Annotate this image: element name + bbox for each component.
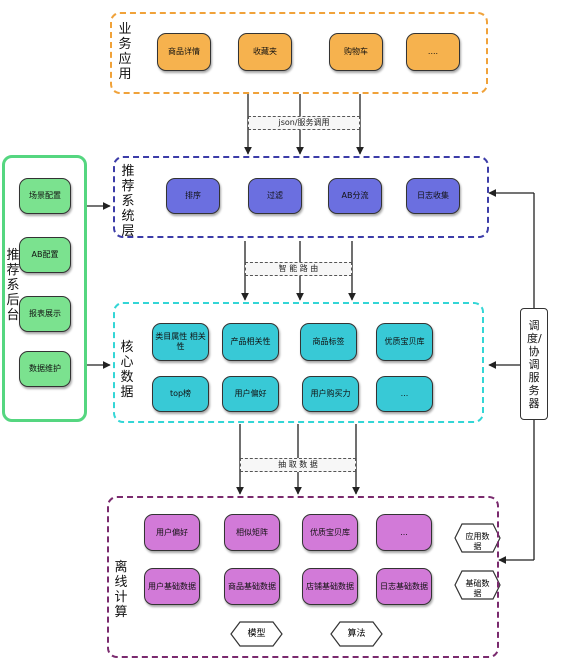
app-data-shape bbox=[454, 523, 501, 553]
node-report-display[interactable]: 报表展示 bbox=[19, 296, 71, 332]
node-log-collect[interactable]: 日志收集 bbox=[406, 178, 460, 214]
node-offline-user-preference[interactable]: 用户偏好 bbox=[144, 514, 200, 551]
base-data-label: 基础数据 bbox=[465, 579, 490, 598]
node-data-maintenance[interactable]: 数据维护 bbox=[19, 351, 71, 387]
backend-layer: 推荐系后台 bbox=[2, 155, 87, 422]
algorithm-shape bbox=[330, 621, 383, 647]
json-service-call-tag: json/服务调用 bbox=[248, 116, 360, 130]
model-label: 模型 bbox=[247, 629, 266, 639]
node-user-base-data[interactable]: 用户基础数据 bbox=[144, 568, 200, 605]
business-layer-label: 业务应用 bbox=[118, 22, 132, 82]
node-product-base-data[interactable]: 商品基础数据 bbox=[224, 568, 280, 605]
backend-layer-label: 推荐系后台 bbox=[6, 248, 20, 323]
node-offline-more[interactable]: ... bbox=[376, 514, 432, 551]
node-shop-base-data[interactable]: 店铺基础数据 bbox=[302, 568, 358, 605]
recommend-layer-label: 推荐系统层 bbox=[121, 164, 135, 239]
node-sort[interactable]: 排序 bbox=[166, 178, 220, 214]
business-layer: 业务应用 bbox=[110, 12, 488, 94]
node-business-more[interactable]: .... bbox=[406, 33, 460, 71]
smart-routing-tag: 智 能 路 由 bbox=[245, 262, 352, 276]
node-filter[interactable]: 过滤 bbox=[248, 178, 302, 214]
app-data-label: 应用数据 bbox=[465, 532, 490, 551]
node-cart[interactable]: 购物车 bbox=[329, 33, 383, 71]
offline-layer-label: 离线计算 bbox=[114, 560, 128, 620]
node-product-detail[interactable]: 商品详情 bbox=[157, 33, 211, 71]
algorithm-label: 算法 bbox=[347, 629, 366, 639]
base-data-shape bbox=[454, 570, 501, 600]
node-ab-split[interactable]: AB分流 bbox=[328, 178, 382, 214]
node-quality-items[interactable]: 优质宝贝库 bbox=[376, 323, 433, 361]
recommend-layer: 推荐系统层 bbox=[113, 156, 489, 239]
extract-data-tag: 抽 取 数 据 bbox=[240, 458, 356, 472]
node-user-preference[interactable]: 用户偏好 bbox=[222, 376, 279, 412]
node-top-list[interactable]: top榜 bbox=[152, 376, 209, 412]
scheduler-label: 调度/协调服务器 bbox=[527, 318, 542, 410]
node-purchasing-power[interactable]: 用户购买力 bbox=[302, 376, 359, 412]
scheduler-box[interactable]: 调度/协调服务器 bbox=[520, 308, 548, 420]
core-data-layer: 核心数据 bbox=[113, 302, 484, 423]
node-core-more[interactable]: ... bbox=[376, 376, 433, 412]
node-offline-quality-items[interactable]: 优质宝贝库 bbox=[302, 514, 358, 551]
core-data-layer-label: 核心数据 bbox=[120, 340, 134, 400]
node-log-base-data[interactable]: 日志基础数据 bbox=[376, 568, 432, 605]
node-favorites[interactable]: 收藏夹 bbox=[238, 33, 292, 71]
node-scene-config[interactable]: 场景配置 bbox=[19, 178, 71, 214]
offline-layer: 离线计算 bbox=[107, 496, 499, 658]
node-product-relevance[interactable]: 产品相关性 bbox=[222, 323, 279, 361]
node-product-tags[interactable]: 商品标签 bbox=[300, 323, 357, 361]
model-shape bbox=[230, 621, 283, 647]
node-category-relevance[interactable]: 类目属性 相关性 bbox=[152, 323, 209, 361]
node-ab-config[interactable]: AB配置 bbox=[19, 237, 71, 273]
node-similarity-matrix[interactable]: 相似矩阵 bbox=[224, 514, 280, 551]
